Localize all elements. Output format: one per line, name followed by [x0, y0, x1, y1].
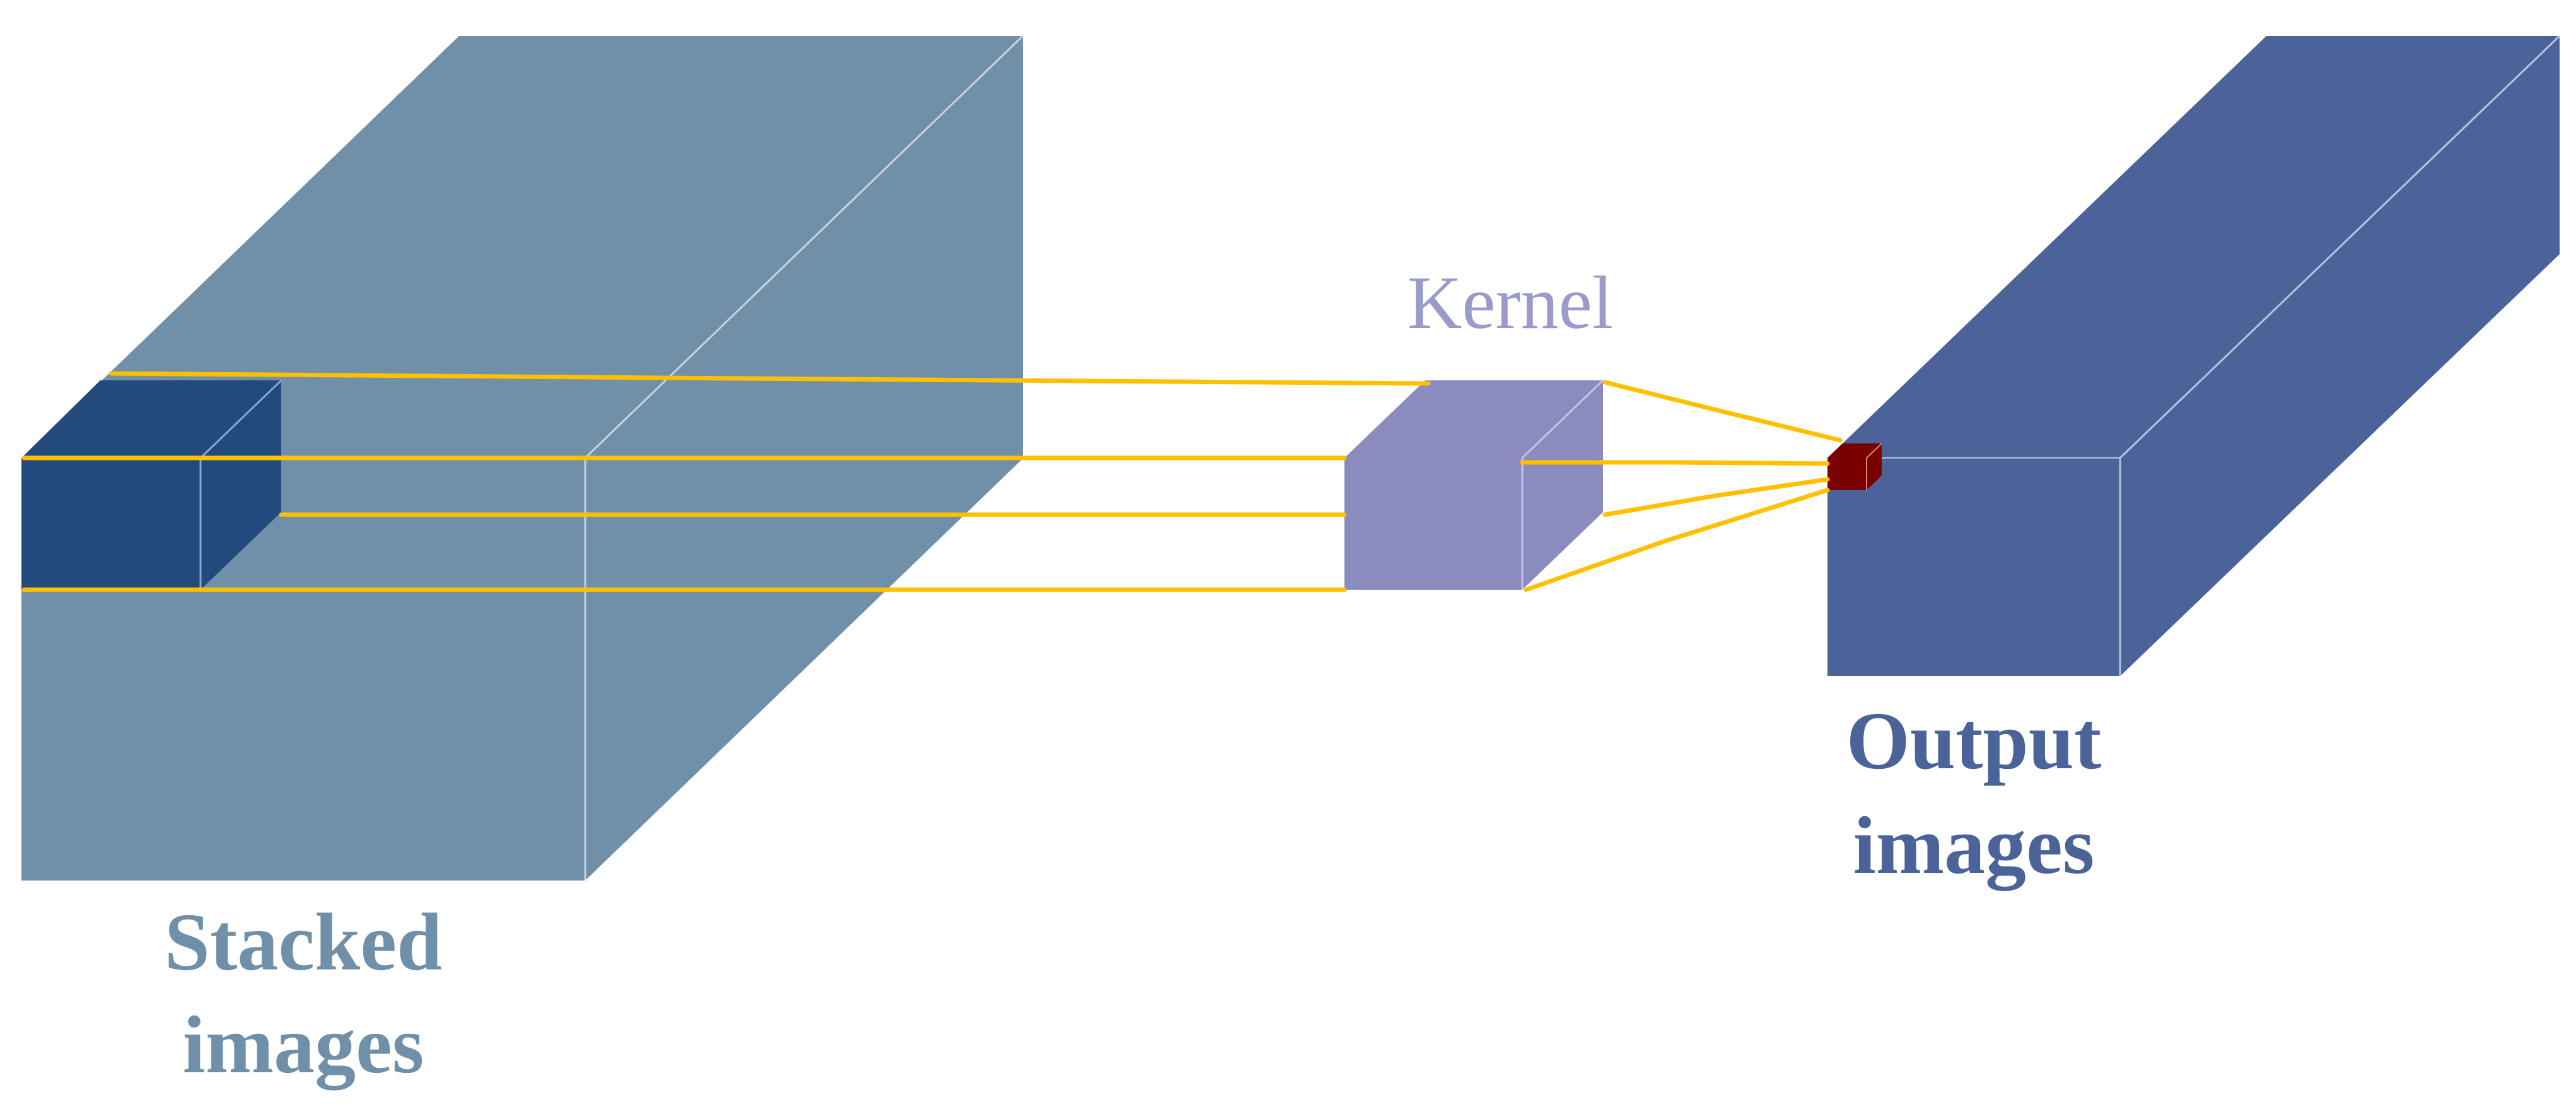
kernel-front-face: [1344, 458, 1522, 590]
input-to-kernel-arrows: [21, 371, 1431, 592]
output-voxel-edges: [1866, 443, 1882, 490]
output-images-label-line1: Output: [1846, 696, 2102, 787]
output-voxel-front-face: [1827, 458, 1867, 490]
output-images-block: [1827, 35, 2561, 676]
output-block-front-face: [1827, 458, 2120, 676]
arrow-kernel-lower: [1602, 477, 1830, 517]
input-patch-side-face: [201, 380, 281, 590]
kernel-label: Kernel: [1407, 260, 1613, 344]
arrow-kernel-middle: [1520, 460, 1830, 466]
stacked-block-top-face: [21, 36, 1023, 458]
stacked-images-label-line2: images: [183, 1000, 424, 1091]
output-images-label-line2: images: [1853, 800, 2095, 891]
output-block-side-face: [2120, 36, 2560, 676]
kernel-to-output-arrows: [1520, 380, 1843, 592]
output-voxel-top-face: [1827, 443, 1882, 458]
arrow-top-edge: [108, 371, 1431, 386]
output-voxel-cube: [1827, 443, 1882, 490]
stacked-images-label-line1: Stacked: [165, 897, 443, 988]
input-patch-cube: [21, 379, 283, 590]
input-patch-top-face: [21, 380, 281, 458]
kernel-top-face: [1344, 380, 1603, 458]
kernel-cube: [1344, 379, 1604, 590]
output-block-top-face: [1827, 36, 2560, 458]
kernel-edges: [1521, 379, 1604, 590]
arrow-kernel-bottom: [1524, 488, 1830, 592]
kernel-side-face: [1522, 380, 1603, 590]
input-patch-front-face: [21, 458, 201, 590]
arrow-kernel-top: [1602, 380, 1843, 443]
